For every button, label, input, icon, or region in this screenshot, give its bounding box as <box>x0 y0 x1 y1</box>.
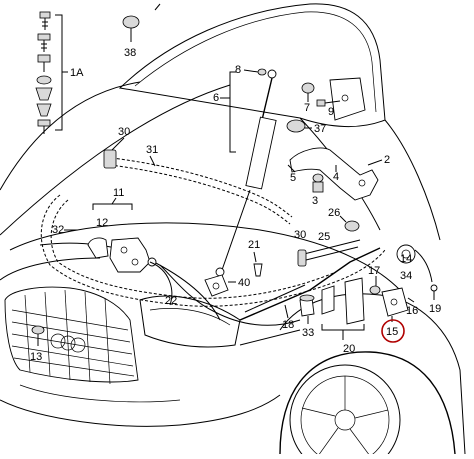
label-22: 22 <box>165 295 177 307</box>
label-2: 2 <box>384 154 390 166</box>
rivet-icon <box>37 119 51 134</box>
label-32: 32 <box>52 224 64 236</box>
trim-channel: 25 18 30 <box>239 229 381 331</box>
label-20: 20 <box>343 343 355 355</box>
label-19: 19 <box>429 303 441 315</box>
grommet-38: 38 <box>122 15 140 59</box>
label-25: 25 <box>318 231 330 243</box>
car-body <box>0 3 466 459</box>
bracket-20: 20 <box>321 277 365 355</box>
screw-icon <box>37 33 51 52</box>
clip-icon <box>36 103 52 117</box>
hood-lock-11: 11 12 32 <box>52 187 173 306</box>
latch-plate-15: 16 15 <box>381 287 418 343</box>
label-26: 26 <box>328 207 340 219</box>
hood-seal-32 <box>40 194 386 307</box>
label-4: 4 <box>333 171 339 183</box>
label-21: 21 <box>248 239 260 251</box>
label-7: 7 <box>304 102 310 114</box>
label-18: 18 <box>282 319 294 331</box>
leader-30-upper <box>111 137 125 151</box>
label-12: 12 <box>96 217 108 229</box>
label-37: 37 <box>314 123 326 135</box>
label-15: 15 <box>386 326 398 338</box>
label-6: 6 <box>213 92 219 104</box>
grommet-33: 33 <box>299 294 315 339</box>
label-3: 3 <box>312 195 318 207</box>
label-8: 8 <box>235 64 241 76</box>
label-40: 40 <box>238 277 250 289</box>
gas-strut-6: 6 8 <box>213 64 277 277</box>
actuator-group: 17 34 14 <box>368 244 433 295</box>
bolt-13: 13 <box>30 325 45 363</box>
label-33: 33 <box>302 327 314 339</box>
label-14: 14 <box>400 253 412 265</box>
hood-hinge-2: 2 <box>289 77 390 201</box>
label-38: 38 <box>124 47 136 59</box>
release-cable-22: 22 <box>159 264 301 326</box>
screw-icon <box>39 11 51 30</box>
label-16: 16 <box>406 305 418 317</box>
washer-icon <box>36 75 52 85</box>
hinge-fasteners: 7 9 37 3 4 5 <box>286 82 341 207</box>
bumper-26: 26 <box>328 207 360 232</box>
label-11: 11 <box>113 187 124 199</box>
leader-top <box>154 3 161 11</box>
label-13: 13 <box>30 351 42 363</box>
label-17: 17 <box>368 265 380 277</box>
label-30-lower: 30 <box>294 229 306 241</box>
seal-31 <box>103 149 293 225</box>
label-1a: 1A <box>70 67 84 79</box>
clip-icon <box>35 87 53 101</box>
striker-40: 40 <box>204 274 250 297</box>
fastener-column: 1A <box>35 11 84 134</box>
leader-31 <box>149 155 156 167</box>
label-9: 9 <box>328 106 334 118</box>
label-31: 31 <box>146 144 158 156</box>
bolt-icon <box>37 54 51 72</box>
highlight-circle <box>381 319 405 343</box>
support-rod-21: 21 <box>248 239 263 277</box>
label-34: 34 <box>400 270 412 282</box>
cable-end-19: 19 <box>429 284 441 315</box>
label-5: 5 <box>290 172 296 184</box>
label-30-upper: 30 <box>118 126 130 138</box>
